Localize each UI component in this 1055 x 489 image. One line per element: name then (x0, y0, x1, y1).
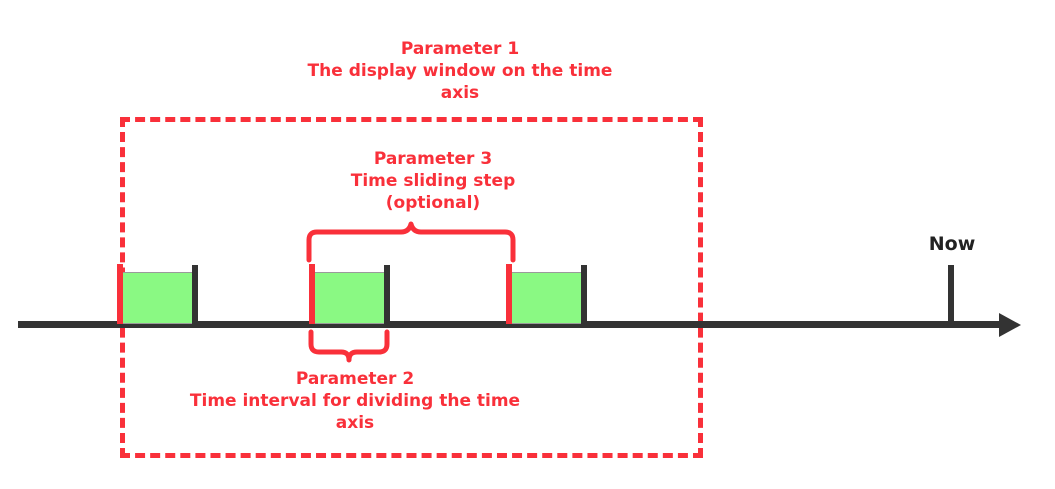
parameter-2-annotation: Parameter 2 Time interval for dividing t… (189, 369, 521, 433)
interval-start-marker-3 (506, 264, 512, 324)
time-sliding-step-brace (306, 221, 516, 263)
interval-box-1 (117, 264, 198, 324)
time-axis-arrow-icon (999, 313, 1021, 337)
now-label: Now (928, 233, 976, 255)
interval-box-2 (309, 264, 390, 324)
interval-end-marker-2 (384, 265, 390, 324)
now-tick-marker (948, 265, 954, 325)
parameter-3-annotation: Parameter 3 Time sliding step (optional) (350, 149, 516, 213)
time-interval-brace (308, 329, 390, 363)
interval-start-marker-1 (117, 264, 123, 324)
interval-start-marker-2 (309, 264, 315, 324)
interval-box-3 (506, 264, 587, 324)
parameter-1-annotation: Parameter 1 The display window on the ti… (307, 39, 613, 103)
interval-end-marker-1 (192, 265, 198, 324)
time-axis-line (18, 321, 1003, 328)
interval-end-marker-3 (581, 265, 587, 324)
